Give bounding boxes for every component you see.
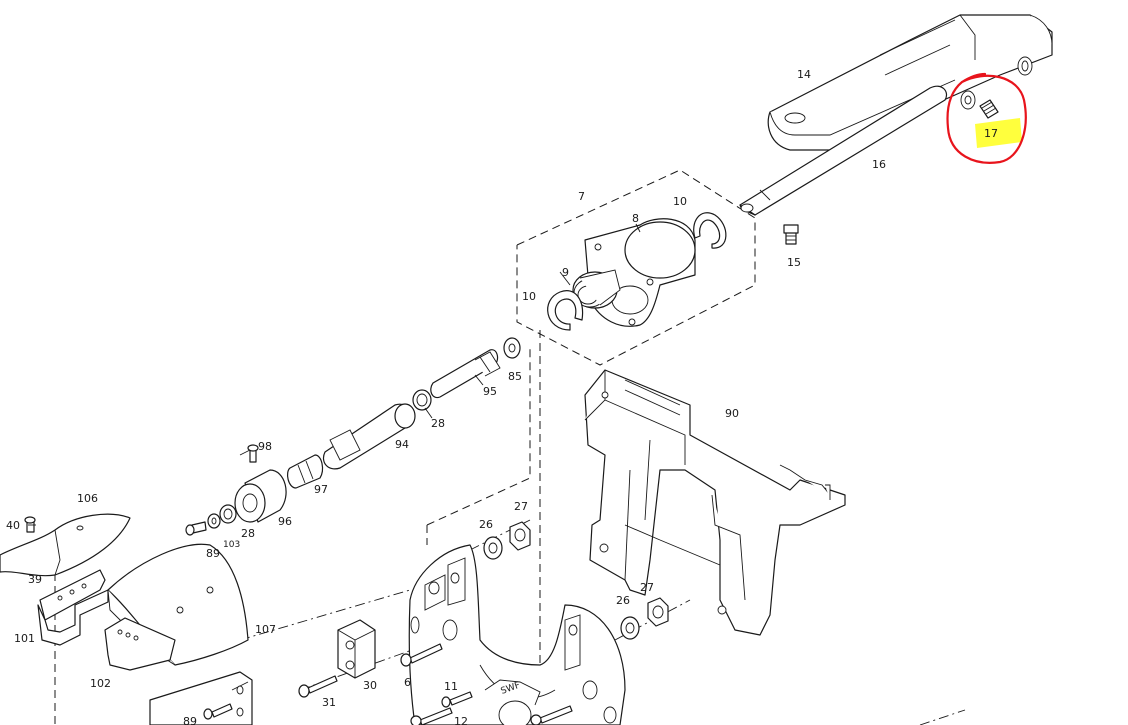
- callout-14: 14: [797, 68, 811, 81]
- part-10-circlip-a: [547, 290, 584, 331]
- callout-101: 101: [14, 632, 35, 645]
- part-102-bracket: [104, 617, 176, 671]
- callout-10a: 10: [522, 290, 536, 303]
- callout-28a: 28: [431, 417, 445, 430]
- part-28-ring-upper: [412, 389, 432, 411]
- callout-11: 11: [444, 680, 458, 693]
- callout-8: 8: [632, 212, 639, 225]
- part-39-bracket: [39, 569, 106, 621]
- part-11-screw: [441, 691, 473, 708]
- part-12-screw: [410, 705, 573, 725]
- part-10-circlip-b: [693, 212, 727, 249]
- callout-31: 31: [322, 696, 336, 709]
- callout-90: 90: [725, 407, 739, 420]
- callout-26a: 26: [479, 518, 493, 531]
- callout-107: 107: [255, 623, 276, 636]
- callout-12: 12: [454, 715, 468, 725]
- part-103-washer: [207, 513, 221, 529]
- part-89-screw-lower: [203, 703, 233, 720]
- part-26-washer-lower: [620, 616, 640, 640]
- callout-40: 40: [6, 519, 20, 532]
- callout-28b: 28: [241, 527, 255, 540]
- callout-98: 98: [258, 440, 272, 453]
- callout-106: 106: [77, 492, 98, 505]
- red-circle-annotation: [946, 72, 1027, 164]
- callout-39: 39: [28, 573, 42, 586]
- part-95-stepped-shaft: [430, 349, 501, 399]
- part-106-cover: [0, 513, 131, 577]
- part-94-cylinder: [322, 403, 416, 470]
- part-27-nut-upper: [509, 521, 531, 551]
- part-27-nut-lower: [647, 597, 669, 627]
- part-26-washer-upper: [483, 536, 503, 560]
- callout-102: 102: [90, 677, 111, 690]
- part-96-collar: [234, 469, 287, 523]
- callout-30: 30: [363, 679, 377, 692]
- assembly-outline-7: [516, 169, 756, 366]
- callout-89b: 89: [183, 715, 197, 725]
- part-28-ring-lower: [219, 504, 237, 524]
- part-31-screw: [298, 675, 338, 698]
- part-17-set-screw: [979, 99, 999, 119]
- callout-16: 16: [872, 158, 886, 171]
- callout-10b: 10: [673, 195, 687, 208]
- callout-89a: 89: [206, 547, 220, 560]
- callout-97: 97: [314, 483, 328, 496]
- part-30-block: [337, 619, 376, 679]
- part-40-screw: [24, 516, 36, 533]
- callout-7: 7: [578, 190, 585, 203]
- part-89-screw-upper: [185, 521, 207, 536]
- part-98-screw: [247, 444, 259, 463]
- callout-96: 96: [278, 515, 292, 528]
- part-14-lever: [767, 14, 1053, 151]
- yellow-highlight: [975, 118, 1022, 148]
- part-15-bolt: [783, 224, 799, 245]
- callout-27b: 27: [640, 581, 654, 594]
- callout-9: 9: [562, 266, 569, 279]
- callout-26b: 26: [616, 594, 630, 607]
- callout-27a: 27: [514, 500, 528, 513]
- callout-95: 95: [483, 385, 497, 398]
- callout-6: 6: [404, 676, 411, 689]
- callout-15: 15: [787, 256, 801, 269]
- part-85-washer: [503, 337, 521, 359]
- part-89-bracket-lower: [149, 671, 253, 725]
- callout-103: 103: [223, 540, 240, 550]
- callout-labels: 14 16 15 7 8 10 9 10 85 95 28 94 90 98 9…: [6, 68, 886, 725]
- part-6-screw: [400, 643, 443, 667]
- callout-85: 85: [508, 370, 522, 383]
- leader-lines: [28, 223, 641, 526]
- part-16-shaft: [739, 85, 948, 216]
- part-97-sleeve: [286, 454, 324, 489]
- callout-94: 94: [395, 438, 409, 451]
- base-plate: SWF: [408, 544, 626, 725]
- callout-17: 17: [984, 127, 998, 140]
- part-9-bearing: [572, 269, 621, 309]
- highlight-marker: 17: [975, 118, 1022, 148]
- part-90-frame: [584, 369, 846, 636]
